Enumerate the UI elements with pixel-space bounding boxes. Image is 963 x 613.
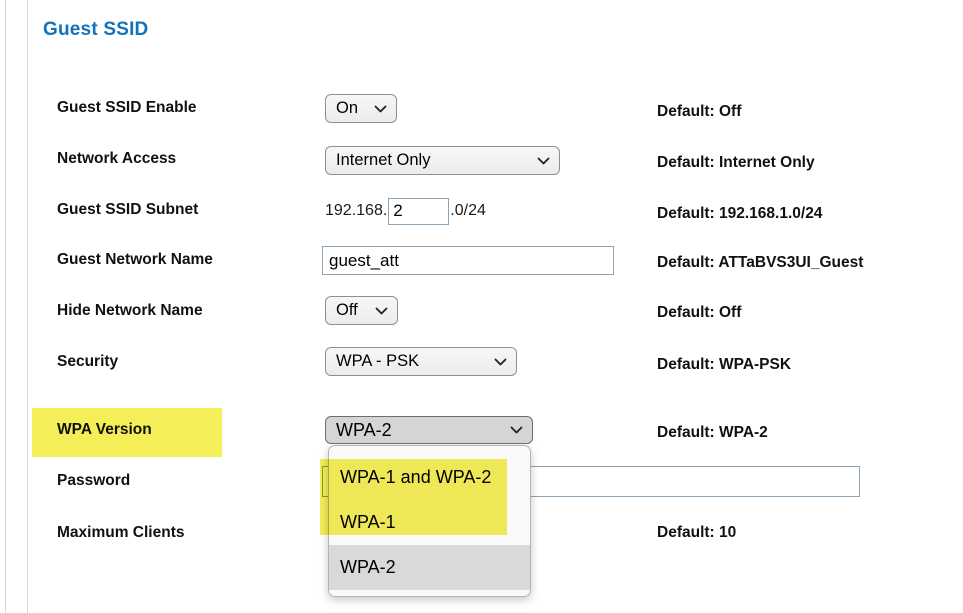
page-title: Guest SSID (43, 19, 149, 40)
network-access-value: Internet Only (336, 151, 431, 169)
label-password: Password (57, 472, 131, 489)
subnet-suffix: .0/24 (450, 202, 486, 219)
label-hide-network-name: Hide Network Name (57, 302, 203, 319)
network-access-select[interactable]: Internet Only (325, 146, 560, 175)
default-network-access: Default: Internet Only (657, 154, 815, 171)
chevron-down-icon (510, 426, 523, 434)
default-maximum-clients: Default: 10 (657, 524, 737, 541)
hide-network-name-value: Off (336, 301, 358, 319)
subnet-prefix: 192.168. (325, 202, 388, 219)
chevron-down-icon (537, 157, 550, 165)
security-value: WPA - PSK (336, 352, 420, 370)
default-hide-network-name: Default: Off (657, 304, 742, 321)
security-select[interactable]: WPA - PSK (325, 347, 517, 376)
label-security: Security (57, 353, 119, 370)
guest-ssid-enable-value: On (336, 99, 359, 117)
option-wpa1[interactable]: WPA-1 (340, 512, 396, 532)
label-maximum-clients: Maximum Clients (57, 524, 185, 541)
guest-ssid-subnet-group: 192.168. .0/24 (325, 196, 486, 226)
wpa-version-value: WPA-2 (336, 419, 392, 440)
label-network-access: Network Access (57, 150, 177, 167)
wpa-version-select[interactable]: WPA-2 (325, 416, 533, 444)
chevron-down-icon (375, 307, 388, 315)
panel-left-border (27, 0, 28, 613)
label-guest-network-name: Guest Network Name (57, 251, 213, 268)
default-guest-ssid-subnet: Default: 192.168.1.0/24 (657, 205, 823, 222)
page-left-border (5, 0, 6, 613)
label-guest-ssid-subnet: Guest SSID Subnet (57, 201, 199, 218)
label-guest-ssid-enable: Guest SSID Enable (57, 99, 197, 116)
default-wpa-version: Default: WPA-2 (657, 424, 768, 441)
hide-network-name-select[interactable]: Off (325, 296, 398, 325)
default-guest-network-name: Default: ATTaBVS3UI_Guest (657, 254, 864, 271)
option-wpa1-and-wpa2[interactable]: WPA-1 and WPA-2 (340, 467, 492, 487)
guest-network-name-input[interactable] (322, 246, 614, 275)
option-wpa2[interactable]: WPA-2 (329, 545, 530, 590)
wpa-version-dropdown-list: WPA-1 and WPA-2 WPA-1 WPA-2 (328, 445, 531, 597)
default-security: Default: WPA-PSK (657, 356, 792, 373)
default-guest-ssid-enable: Default: Off (657, 103, 742, 120)
chevron-down-icon (374, 105, 387, 113)
label-wpa-version: WPA Version (57, 421, 152, 438)
guest-ssid-enable-select[interactable]: On (325, 94, 397, 123)
chevron-down-icon (494, 358, 507, 366)
subnet-octet-input[interactable] (388, 197, 450, 225)
